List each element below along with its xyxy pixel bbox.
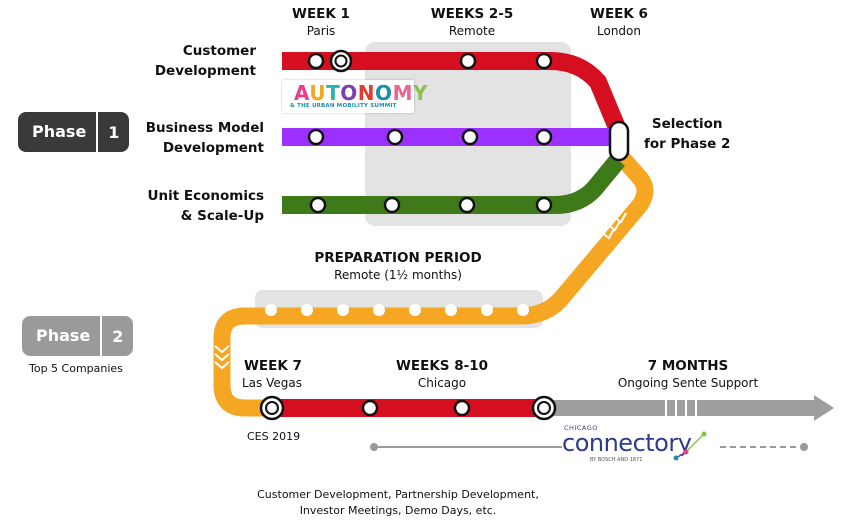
gray-track bbox=[545, 400, 815, 416]
chicago-interchange-station bbox=[531, 395, 557, 421]
ces-label: CES 2019 bbox=[247, 430, 301, 443]
weeks810-city: Chicago bbox=[417, 376, 467, 390]
week7-city: Las Vegas bbox=[242, 376, 302, 390]
orange-line bbox=[213, 146, 654, 417]
las-vegas-station bbox=[259, 395, 285, 421]
week7-label: WEEK 7 bbox=[244, 358, 302, 374]
green-line bbox=[282, 154, 625, 214]
weeks25-label: WEEKS 2-5 bbox=[430, 6, 514, 22]
unit-economics-label: Unit Economics& Scale-Up bbox=[147, 188, 264, 224]
preparation-stations bbox=[265, 304, 529, 316]
week6-label: WEEK 6 bbox=[590, 6, 648, 22]
chicago-stations bbox=[361, 399, 471, 417]
phase2-activities-note: Customer Development, Partnership Develo… bbox=[257, 488, 539, 517]
phase2-subtitle: Top 5 Companies bbox=[29, 362, 123, 375]
connectory-logo-top: CHICAGO bbox=[564, 424, 598, 432]
selection-station bbox=[608, 120, 630, 162]
connectory-logo-sub: BY BOSCH AND 1871 bbox=[590, 457, 643, 463]
green-stations bbox=[309, 196, 553, 214]
red-phase2-line bbox=[270, 399, 546, 417]
week1-city: Paris bbox=[306, 24, 336, 38]
purple-stations bbox=[307, 128, 553, 146]
autonomy-logo-word: AUTONOMY bbox=[294, 81, 428, 105]
week1-label: WEEK 1 bbox=[292, 6, 350, 22]
autonomy-logo: AUTONOMY & THE URBAN MOBILITY SUMMIT bbox=[282, 80, 427, 113]
week6-city: London bbox=[597, 24, 641, 38]
weeks810-label: WEEKS 8-10 bbox=[395, 358, 489, 374]
months7-label: 7 MONTHS bbox=[647, 358, 729, 374]
preparation-subtitle: Remote (1½ months) bbox=[334, 268, 462, 282]
orange-chevrons bbox=[214, 212, 627, 370]
gray-arrow-head bbox=[814, 395, 834, 421]
autonomy-logo-tagline: & THE URBAN MOBILITY SUMMIT bbox=[290, 103, 397, 109]
connectory-logo: CHICAGO connectory BY BOSCH AND 1871 bbox=[560, 424, 710, 468]
gray-track-ticks bbox=[665, 400, 697, 416]
paris-interchange-station bbox=[329, 49, 353, 73]
connectory-logo-word: connectory bbox=[562, 429, 692, 457]
connectory-network-icon bbox=[673, 431, 707, 461]
months7-subtitle: Ongoing Sente Support bbox=[617, 376, 759, 390]
red-stations bbox=[307, 52, 553, 70]
weeks25-city: Remote bbox=[448, 24, 496, 38]
preparation-title: PREPARATION PERIOD bbox=[314, 250, 482, 266]
